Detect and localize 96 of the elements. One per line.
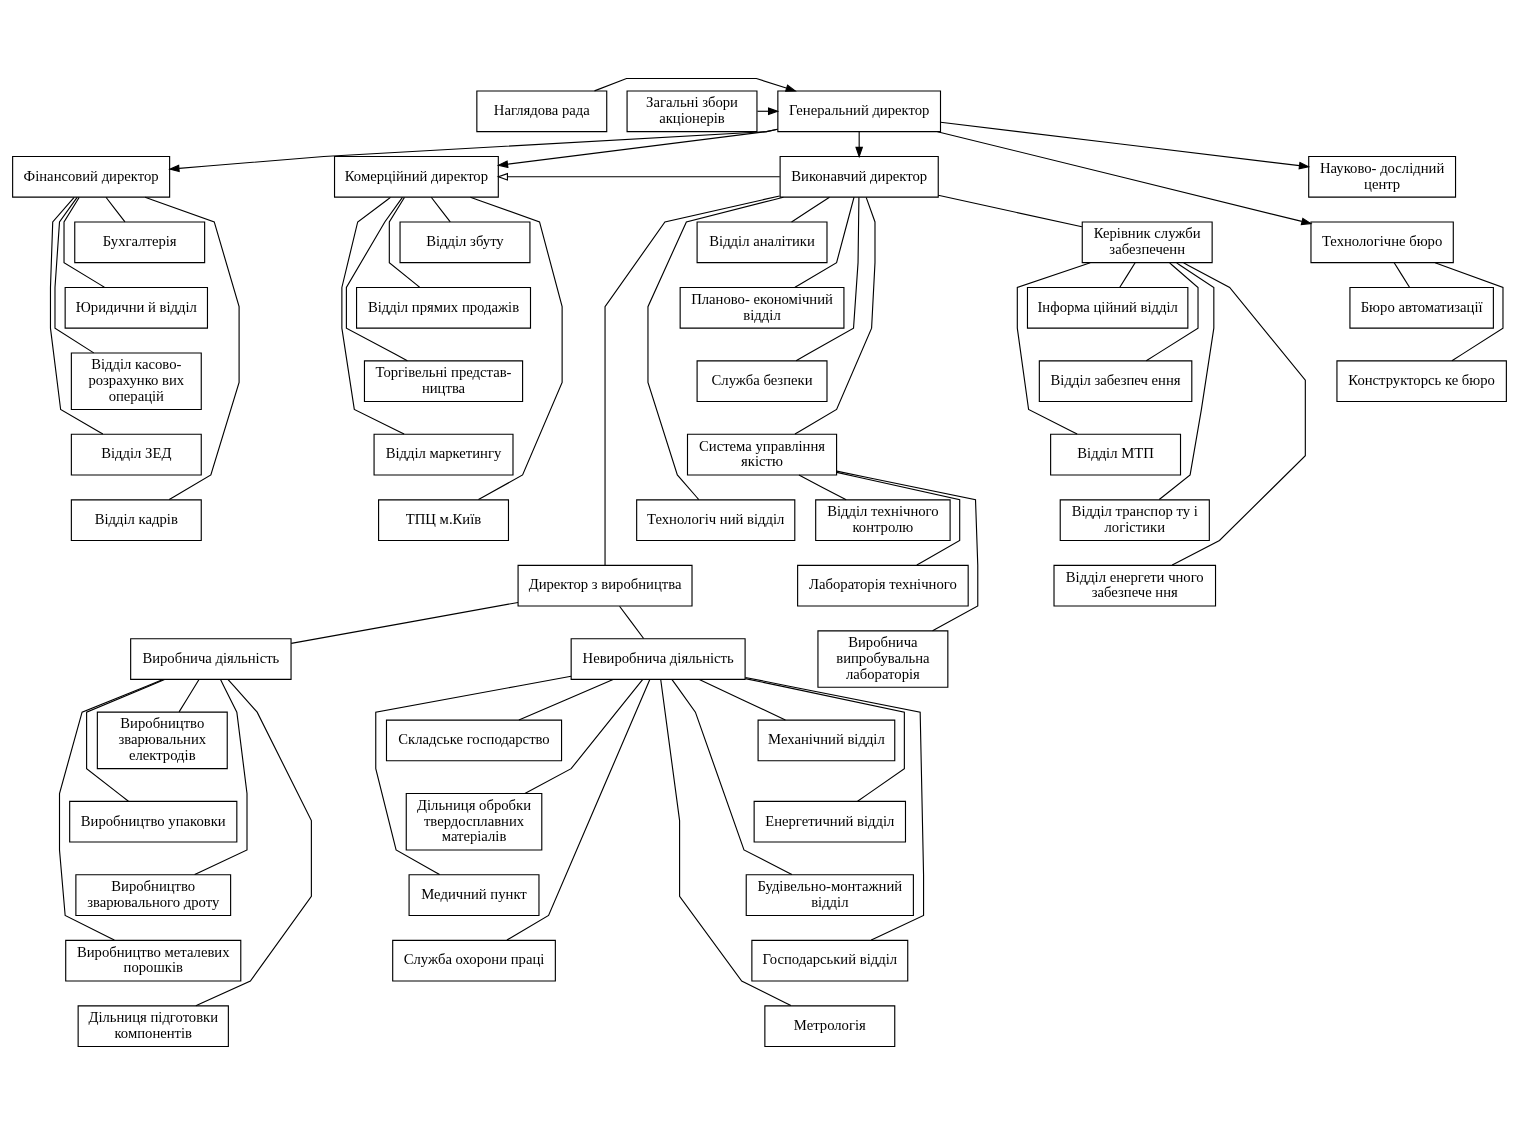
connector bbox=[1158, 262, 1215, 501]
arrow bbox=[593, 77, 797, 92]
connector bbox=[647, 196, 784, 501]
connector bbox=[430, 196, 451, 223]
node-box: Загальні збори акціонерів bbox=[626, 90, 758, 133]
node-box: ТПЦ м.Київ bbox=[378, 499, 510, 542]
node-box: Медичний пункт bbox=[408, 874, 540, 917]
node-box: Технологіч ний відділ bbox=[636, 499, 796, 542]
node-box: Дільниця підготовки компонентів bbox=[77, 1005, 229, 1048]
connector bbox=[524, 679, 644, 794]
connector bbox=[144, 196, 240, 501]
node-box: Конструкторсь ке бюро bbox=[1336, 360, 1507, 403]
node-box: Виробництво упаковки bbox=[69, 800, 238, 843]
node-box: Дільниця обробки твердосплавних матеріалів bbox=[405, 792, 543, 851]
connector bbox=[744, 678, 905, 802]
connector bbox=[1171, 262, 1306, 566]
connector bbox=[798, 474, 847, 501]
node-box: Виробництво металевих порошків bbox=[65, 939, 242, 982]
node-box: Служба охорони праці bbox=[392, 939, 556, 982]
arrow bbox=[496, 172, 781, 181]
node-box: Комерційний директор bbox=[333, 155, 499, 198]
arrow bbox=[936, 131, 1313, 226]
node-box: Відділ прямих продажів bbox=[356, 286, 532, 329]
connector bbox=[660, 679, 792, 1007]
node-box: Бухгалтерія bbox=[74, 221, 206, 264]
node-box: Фінансовий директор bbox=[12, 155, 171, 198]
connector bbox=[58, 679, 164, 941]
connector bbox=[86, 679, 166, 802]
arrow bbox=[496, 128, 779, 169]
node-box: Наглядова рада bbox=[476, 90, 608, 133]
connector bbox=[506, 679, 651, 941]
node-box: Директор з виробництва bbox=[517, 564, 693, 607]
node-box: Відділ маркетингу bbox=[373, 433, 514, 476]
node-box: Виробництво зварювальних електродів bbox=[96, 711, 228, 770]
connector bbox=[836, 470, 979, 632]
node-box: Система управління якістю bbox=[686, 433, 838, 476]
connector bbox=[178, 679, 200, 713]
node-box: Будівельно-монтажний відділ bbox=[745, 874, 914, 917]
node-box: Механічний відділ bbox=[757, 719, 896, 762]
connector bbox=[836, 471, 961, 566]
node-box: Бюро автоматизації bbox=[1349, 286, 1494, 329]
arrow bbox=[940, 121, 1311, 170]
node-box: Відділ збуту bbox=[399, 221, 531, 264]
node-box: Відділ технічного контролю bbox=[815, 499, 951, 542]
node-box: Відділ аналітики bbox=[696, 221, 828, 264]
connector bbox=[105, 196, 126, 223]
arrow bbox=[756, 107, 780, 116]
connector bbox=[790, 196, 831, 223]
node-box: Служба безпеки bbox=[696, 360, 828, 403]
node-box: Виконавчий директор bbox=[779, 155, 939, 198]
connector bbox=[1434, 262, 1504, 362]
connector bbox=[194, 679, 248, 876]
node-box: Складське господарство bbox=[385, 719, 563, 762]
node-box: Торгівельні представ- ництва bbox=[363, 360, 524, 403]
node-box: Відділ кадрів bbox=[70, 499, 202, 542]
node-box: Інформа ційний відділ bbox=[1026, 286, 1189, 329]
connector bbox=[1145, 262, 1199, 362]
node-box: Виробництво зварювального дроту bbox=[75, 874, 232, 917]
node-box: Відділ транспор ту і логістики bbox=[1059, 499, 1210, 542]
connector bbox=[795, 196, 860, 362]
node-box: Енергетичний відділ bbox=[753, 800, 907, 843]
node-box: Науково- дослідний центр bbox=[1308, 155, 1457, 198]
node-box: Юридични й відділ bbox=[64, 286, 209, 329]
node-box: Відділ МТП bbox=[1050, 433, 1182, 476]
connector bbox=[619, 605, 645, 640]
connector bbox=[671, 679, 793, 876]
node-box: Метрологія bbox=[764, 1005, 896, 1048]
connector bbox=[794, 196, 855, 288]
connector bbox=[290, 601, 519, 644]
node-box: Відділ енергети чного забезпече ння bbox=[1053, 564, 1217, 607]
node-box: Відділ забезпеч ення bbox=[1038, 360, 1193, 403]
arrow bbox=[168, 128, 779, 173]
node-box: Технологічне бюро bbox=[1310, 221, 1454, 264]
connector bbox=[54, 196, 95, 354]
connector bbox=[604, 195, 781, 566]
node-box: Відділ ЗЕД bbox=[70, 433, 202, 476]
connector bbox=[341, 196, 405, 435]
node-box: Невиробнича діяльність bbox=[570, 638, 746, 680]
connector bbox=[63, 196, 105, 288]
node-box: Керівник служби забезпеченн bbox=[1081, 221, 1213, 264]
connector bbox=[345, 196, 408, 362]
connector bbox=[49, 196, 104, 435]
connector bbox=[1016, 262, 1091, 435]
node-box: Відділ касово- розрахунко вих операцій bbox=[70, 352, 202, 411]
connector bbox=[937, 194, 1083, 228]
connector bbox=[698, 678, 786, 721]
connector bbox=[1119, 262, 1136, 289]
node-box: Виробнича випробувальна лабораторія bbox=[817, 630, 949, 688]
connector bbox=[1393, 262, 1411, 289]
node-box: Планово- економічний відділ bbox=[679, 286, 845, 329]
node-box: Господарський відділ bbox=[751, 939, 909, 982]
connector bbox=[518, 678, 614, 721]
node-box: Генеральний директор bbox=[777, 90, 942, 133]
node-box: Лабораторія технічного bbox=[797, 564, 969, 607]
connector bbox=[794, 196, 876, 435]
node-box: Виробнича діяльність bbox=[130, 638, 292, 680]
